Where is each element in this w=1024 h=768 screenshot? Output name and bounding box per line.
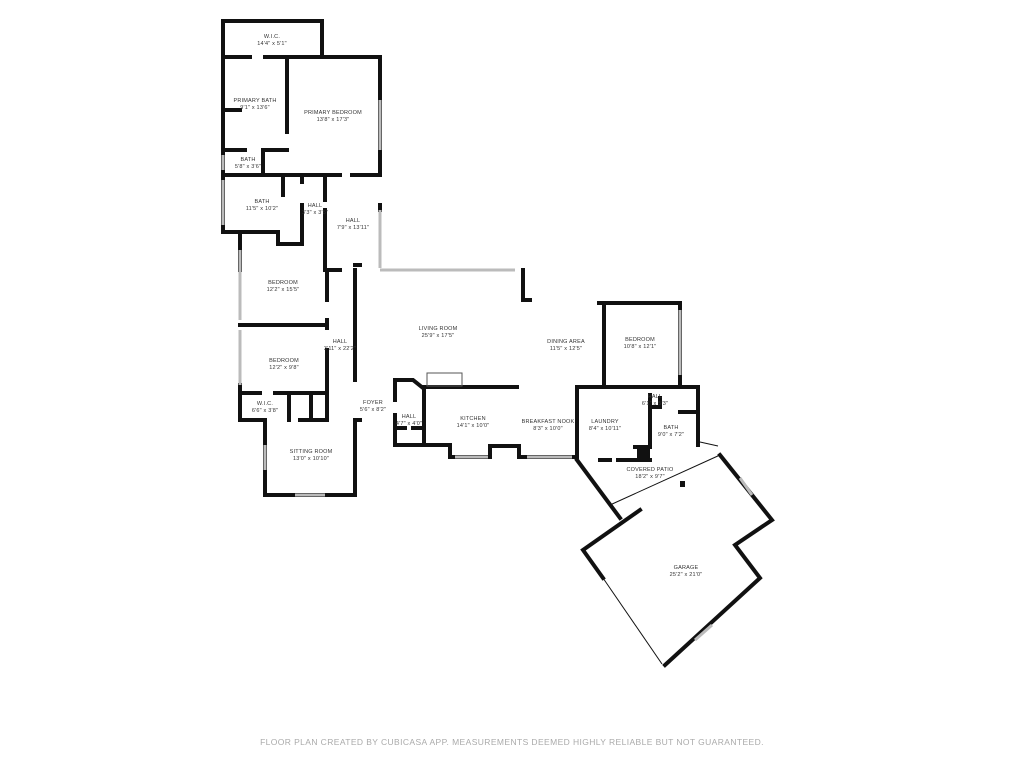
room-size: 13'0" x 10'10": [293, 456, 329, 462]
room-name: SITTING ROOM: [290, 449, 333, 455]
room-size: 25'9" x 17'5": [422, 333, 455, 339]
room-size: 11'5" x 12'5": [550, 346, 582, 352]
room-size: 10'8" x 12'1": [624, 344, 657, 350]
room-name: LAUNDRY: [591, 419, 619, 425]
room-size: 6'6" x 3'8": [252, 408, 278, 414]
room-size: 12'2" x 9'8": [269, 365, 299, 371]
room-size: 9'1" x 13'6": [240, 105, 270, 111]
room-name: BATH: [663, 425, 678, 431]
room-name: BEDROOM: [625, 337, 655, 343]
room-size: 18'2" x 9'7": [635, 474, 665, 480]
room-size: 25'2" x 21'0": [670, 572, 703, 578]
room-name: LIVING ROOM: [419, 326, 458, 332]
room-size: 6'1" x 5'3": [642, 401, 668, 407]
room-size: 4'7" x 4'0": [396, 421, 422, 427]
room-size: 13'8" x 17'3": [317, 117, 350, 123]
room-name: COVERED PATIO: [626, 467, 674, 473]
room-name: HALL: [648, 394, 663, 400]
room-name: BEDROOM: [268, 280, 298, 286]
room-name: W.I.C.: [257, 401, 273, 407]
room-name: W.I.C.: [264, 34, 280, 40]
room-size: 11'5" x 10'2": [246, 206, 278, 212]
room-size: 14'4" x 5'1": [257, 41, 287, 47]
room-size: 7'9" x 13'11": [337, 225, 369, 231]
room-size: 12'2" x 15'5": [267, 287, 300, 293]
room-size: 8'3" x 10'0": [533, 426, 563, 432]
room-size: 8'4" x 10'11": [589, 426, 621, 432]
room-name: HALL: [346, 218, 361, 224]
room-name: GARAGE: [674, 565, 699, 571]
room-name: PRIMARY BEDROOM: [304, 110, 362, 116]
room-size: 5'8" x 3'6": [235, 164, 261, 170]
room-label: W.I.C.6'6" x 3'8": [252, 401, 278, 414]
room-name: DINING AREA: [547, 339, 585, 345]
fireplace: [426, 372, 463, 387]
room-name: BATH: [254, 199, 269, 205]
room-name: HALL: [308, 203, 323, 209]
room-name: HALL: [402, 414, 417, 420]
room-size: 5'6" x 8'2": [360, 407, 386, 413]
windows: [221, 100, 754, 642]
room-name: BREAKFAST NOOK: [522, 419, 575, 425]
room-name: BEDROOM: [269, 358, 299, 364]
room-size: 3'11" x 22'2": [324, 346, 356, 352]
room-size: 9'0" x 7'2": [658, 432, 684, 438]
room-name: KITCHEN: [460, 416, 486, 422]
room-name: FOYER: [363, 400, 383, 406]
footer-disclaimer: FLOOR PLAN CREATED BY CUBICASA APP. MEAS…: [260, 737, 764, 747]
room-name: HALL: [333, 339, 348, 345]
room-label: W.I.C.14'4" x 5'1": [257, 34, 287, 47]
room-size: 14'1" x 10'0": [457, 423, 490, 429]
room-name: BATH: [240, 157, 255, 163]
room-name: PRIMARY BATH: [233, 98, 276, 104]
room-size: 3'3" x 3'5": [302, 210, 328, 216]
